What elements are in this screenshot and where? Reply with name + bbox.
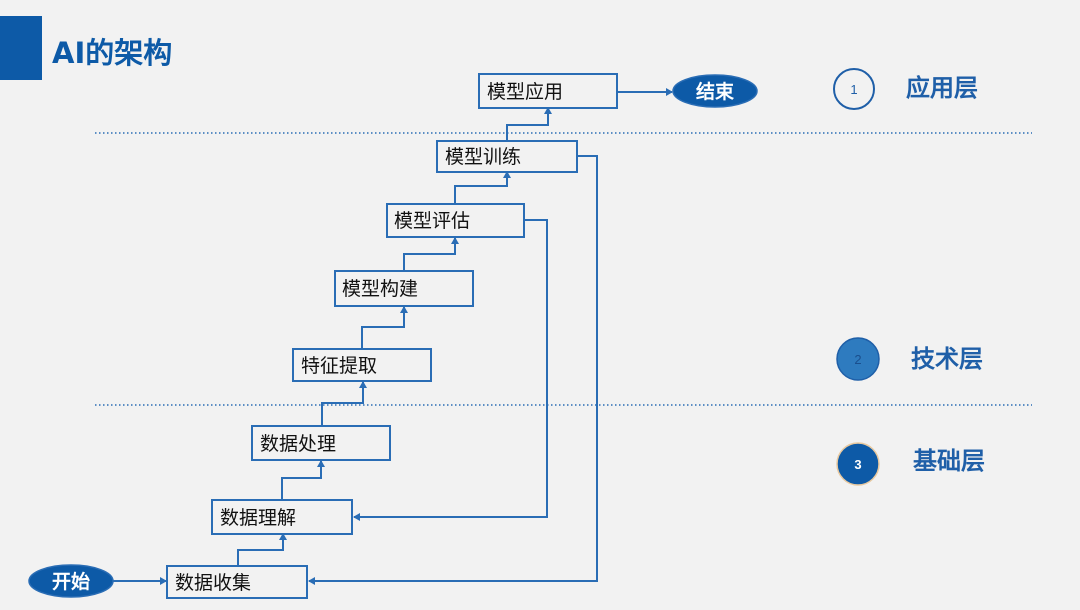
layer-badge-3 bbox=[836, 442, 880, 486]
layer-number-3: 3 bbox=[854, 457, 861, 472]
step-label-collect: 数据收集 bbox=[175, 572, 251, 594]
step-box-build[interactable] bbox=[334, 270, 474, 307]
feedback-train-collect bbox=[308, 155, 598, 585]
end-label: 结束 bbox=[696, 80, 735, 103]
connector-process-feature bbox=[321, 381, 367, 426]
step-label-build: 模型构建 bbox=[342, 278, 418, 300]
title-accent-bar bbox=[0, 16, 42, 80]
connector-understand-process bbox=[281, 460, 325, 500]
layer-label-technology: 技术层 bbox=[911, 345, 983, 373]
connector-train-apply bbox=[506, 107, 552, 141]
page-title: AI的架构 bbox=[52, 36, 173, 70]
start-label: 开始 bbox=[52, 570, 90, 593]
start-terminal[interactable] bbox=[28, 564, 114, 598]
step-label-feature: 特征提取 bbox=[301, 355, 377, 377]
step-label-evaluate: 模型评估 bbox=[394, 210, 470, 232]
layer-badge-1 bbox=[833, 68, 875, 110]
layer-label-foundation: 基础层 bbox=[913, 447, 985, 475]
layer-number-1: 1 bbox=[850, 82, 857, 97]
step-box-process[interactable] bbox=[251, 425, 391, 461]
step-label-understand: 数据理解 bbox=[220, 507, 296, 529]
connector-evaluate-train bbox=[454, 171, 511, 204]
layer-number-2: 2 bbox=[854, 352, 861, 367]
end-terminal[interactable] bbox=[672, 74, 758, 108]
connector-build-evaluate bbox=[403, 237, 459, 271]
layer-label-application: 应用层 bbox=[906, 74, 978, 102]
connector-feature-build bbox=[361, 306, 408, 349]
connector-collect-understand bbox=[237, 533, 287, 566]
step-box-collect[interactable] bbox=[166, 565, 308, 599]
step-box-understand[interactable] bbox=[211, 499, 353, 535]
step-label-process: 数据处理 bbox=[260, 433, 336, 455]
layer-badge-2 bbox=[836, 337, 880, 381]
step-label-train: 模型训练 bbox=[445, 146, 521, 168]
feedback-evaluate-understand bbox=[353, 219, 548, 521]
step-box-train[interactable] bbox=[436, 140, 578, 173]
step-box-evaluate[interactable] bbox=[386, 203, 525, 238]
step-box-feature[interactable] bbox=[292, 348, 432, 382]
step-box-apply[interactable] bbox=[478, 73, 618, 109]
step-label-apply: 模型应用 bbox=[487, 81, 563, 103]
